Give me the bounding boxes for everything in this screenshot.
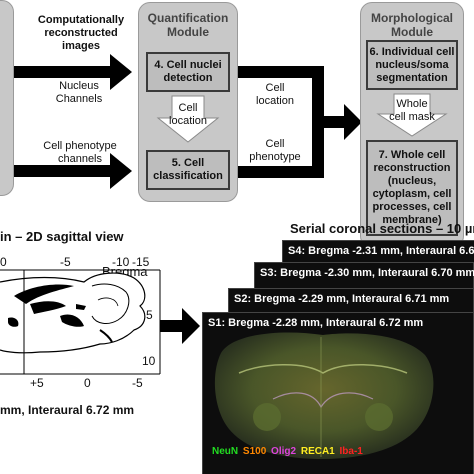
- section-s2-label: S2: Bregma -2.29 mm, Interaural 6.71 mm: [234, 293, 450, 305]
- legend-neun: NeuN: [212, 446, 239, 457]
- marker-legend: NeuN S100 Olig2 RECA1 Iba-1: [212, 446, 365, 457]
- atlas-top-tick-3: -15: [132, 255, 150, 269]
- input-caption: Computationally reconstructed images: [37, 14, 125, 52]
- atlas-top-tick-2: -10: [112, 255, 130, 269]
- legend-olig2: Olig2: [271, 446, 297, 457]
- step7-box: 7. Whole cell reconstruction (nucleus, c…: [366, 140, 458, 236]
- step4-box: 4. Cell nuclei detection: [146, 52, 230, 92]
- atlas-right-tick-1: 10: [142, 354, 156, 368]
- atlas-caption: mm, Interaural 6.72 mm: [0, 403, 135, 417]
- section-s3-label: S3: Bregma -2.30 mm, Interaural 6.70 mm: [260, 267, 474, 279]
- legend-reca1: RECA1: [300, 446, 335, 457]
- atlas-bottom-tick-0: +5: [30, 376, 44, 390]
- legend-iba1: Iba-1: [339, 446, 363, 457]
- cell-location-label: Cell location: [256, 82, 294, 107]
- section-s1: S1: Bregma -2.28 mm, Interaural 6.72 mm: [202, 312, 474, 474]
- step6-box: 6. Individual cell nucleus/soma segmenta…: [366, 40, 458, 90]
- whole-cell-mask-label: Whole cell mask: [389, 98, 435, 123]
- section-s4-label: S4: Bregma -2.31 mm, Interaural 6.69 m: [288, 245, 474, 257]
- cell-phenotype-label: Cell phenotype: [249, 138, 301, 163]
- section-s1-label: S1: Bregma -2.28 mm, Interaural 6.72 mm: [208, 317, 424, 329]
- legend-s100: S100: [242, 446, 267, 457]
- atlas-bottom-tick-2: -5: [132, 376, 143, 390]
- atlas-top-tick-1: -5: [60, 255, 71, 269]
- cell-phenotype-channels-label: Cell phenotype channels: [43, 140, 117, 165]
- morphological-title: Morphological Module: [371, 11, 453, 39]
- atlas-right-tick-0: 5: [146, 308, 153, 322]
- coronal-title: Serial coronal sections – 10 µm t: [290, 221, 474, 236]
- nucleus-channels-label: Nucleus Channels: [55, 80, 103, 105]
- atlas-title: in – 2D sagittal view: [0, 229, 124, 244]
- step5-box: 5. Cell classification: [146, 150, 230, 190]
- coronal-brain-image: [214, 332, 434, 459]
- atlas-bottom-tick-1: 0: [84, 376, 91, 390]
- quantification-title: Quantification Module: [147, 11, 229, 39]
- cell-location-label-inner: Cell location: [169, 102, 207, 127]
- atlas-top-tick-0: 0: [0, 255, 7, 269]
